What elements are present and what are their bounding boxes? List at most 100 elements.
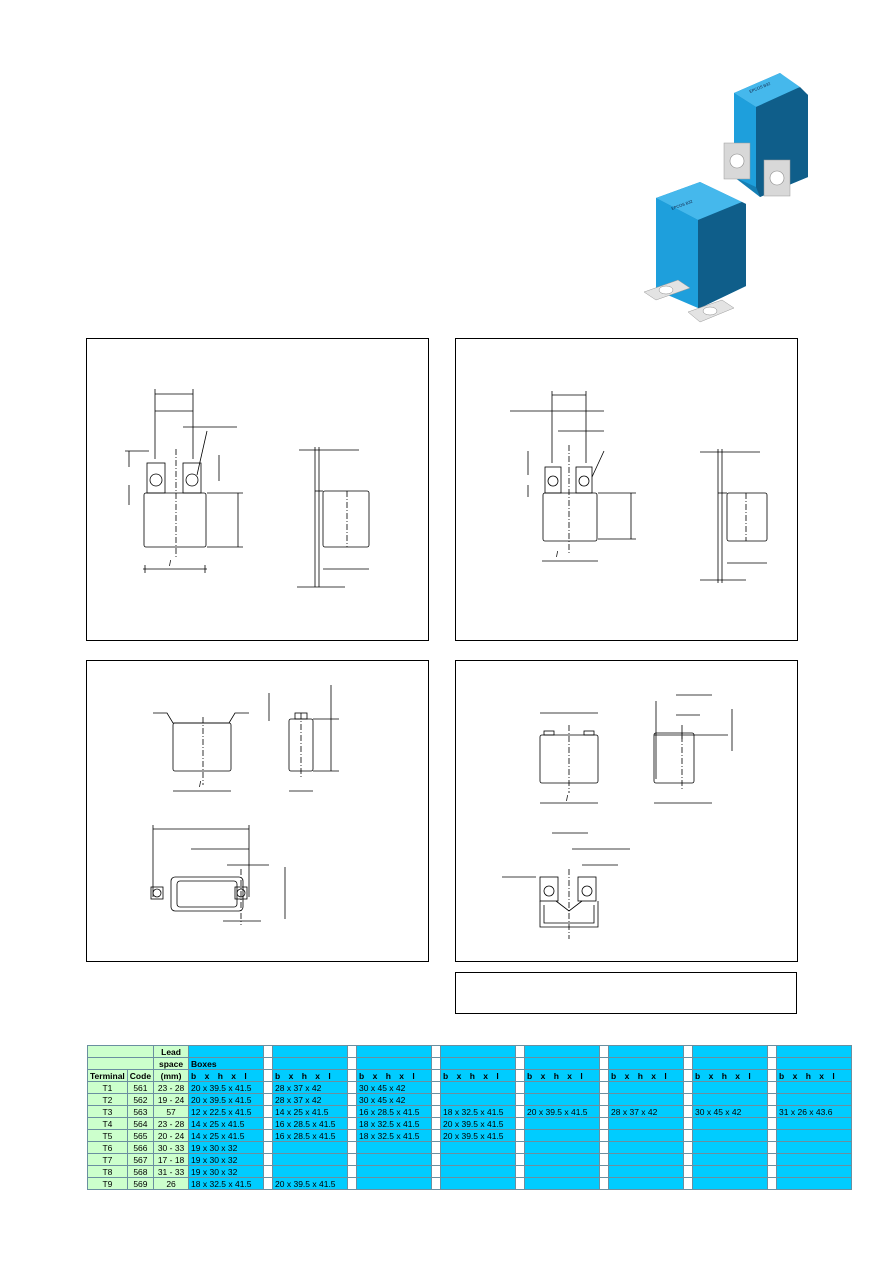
box-size-cell [608,1081,685,1094]
box-size-cell [692,1129,769,1142]
terminal-cell: T9 [87,1177,128,1190]
box-size-cell: 14 x 25 x 41.5 [188,1129,265,1142]
box-size-cell: 19 x 30 x 32 [188,1165,265,1178]
lead-space-cell: 31 - 33 [153,1165,190,1178]
drawing-panel-terminal-3: l [86,660,429,962]
box-size-cell [524,1081,601,1094]
box-size-cell: 20 x 39.5 x 41.5 [524,1105,601,1118]
box-size-cell: 20 x 39.5 x 41.5 [272,1177,349,1190]
terminal-cell: T6 [87,1141,128,1154]
box-size-cell: 20 x 39.5 x 41.5 [188,1081,265,1094]
length-label-4: l [566,794,568,803]
box-dims-header: b x h x l [356,1069,433,1082]
box-size-cell [440,1153,517,1166]
code-header: Code [126,1069,155,1082]
table-column-header-row: Terminal Code (mm) b x h x l b x h x l b x… [87,1069,853,1082]
terminal-header: Terminal [87,1069,128,1082]
code-cell: 565 [126,1129,155,1142]
lead-space-cell: 19 - 24 [153,1093,190,1106]
box-size-cell: 30 x 45 x 42 [356,1081,433,1094]
box-size-cell [776,1117,853,1130]
box-size-cell [272,1153,349,1166]
box-size-cell [608,1177,685,1190]
code-cell: 564 [126,1117,155,1130]
length-label-2: l [556,550,558,559]
box-size-cell [440,1165,517,1178]
box-size-cell: 19 x 30 x 32 [188,1153,265,1166]
box-size-cell [608,1117,685,1130]
terminal-cell: T5 [87,1129,128,1142]
drawing-panel-terminal-4: l [455,660,798,962]
code-cell: 569 [126,1177,155,1190]
box-size-cell: 28 x 37 x 42 [272,1093,349,1106]
box-size-cell: 31 x 26 x 43.6 [776,1105,853,1118]
box-size-cell [776,1177,853,1190]
box-size-cell [608,1093,685,1106]
box-size-cell: 20 x 39.5 x 41.5 [440,1117,517,1130]
box-size-cell [356,1141,433,1154]
length-label: l [169,559,171,568]
capacitor-photo-large: EPCOS B32 [723,73,808,197]
box-size-cell [608,1165,685,1178]
lead-space-cell: 20 - 24 [153,1129,190,1142]
box-dims-header: b x h x l [440,1069,517,1082]
box-size-cell: 16 x 28.5 x 41.5 [272,1117,349,1130]
mm-header: (mm) [153,1069,190,1082]
box-size-cell [692,1117,769,1130]
box-size-cell: 18 x 32.5 x 41.5 [356,1129,433,1142]
box-size-cell [608,1141,685,1154]
code-cell: 566 [126,1141,155,1154]
terminal-cell: T8 [87,1165,128,1178]
box-size-cell [776,1129,853,1142]
lead-space-cell: 26 [153,1177,190,1190]
box-size-cell [692,1093,769,1106]
box-size-cell [524,1117,601,1130]
box-size-cell [272,1165,349,1178]
lead-space-cell: 57 [153,1105,190,1118]
box-dims-header: b x h x l [188,1069,265,1082]
box-size-cell: 20 x 39.5 x 41.5 [188,1093,265,1106]
box-size-cell [524,1141,601,1154]
box-size-cell [524,1165,601,1178]
box-size-cell [692,1177,769,1190]
box-size-cell [776,1093,853,1106]
terminal-cell: T2 [87,1093,128,1106]
drawing-panel-terminal-2: l [455,338,798,641]
box-size-cell: 18 x 32.5 x 41.5 [188,1177,265,1190]
box-size-cell [524,1093,601,1106]
code-cell: 562 [126,1093,155,1106]
box-size-cell [692,1141,769,1154]
box-size-cell: 14 x 25 x 41.5 [272,1105,349,1118]
box-dims-header: b x h x l [692,1069,769,1082]
capacitor-photo-small: EPCOS B32 [643,182,746,323]
box-size-cell [440,1141,517,1154]
box-size-cell: 30 x 45 x 42 [692,1105,769,1118]
box-size-cell: 18 x 32.5 x 41.5 [356,1117,433,1130]
box-size-cell: 14 x 25 x 41.5 [188,1117,265,1130]
box-size-cell [776,1165,853,1178]
lead-space-cell: 17 - 18 [153,1153,190,1166]
table-header-row-1: Lead [86,1045,853,1058]
box-size-cell [776,1081,853,1094]
box-size-cell [608,1129,685,1142]
box-size-cell [776,1141,853,1154]
box-dims-header: b x h x l [776,1069,853,1082]
terminal-box-table: Lead space Boxes Terminal Code (mm) b x … [86,1045,853,1190]
box-size-cell [524,1153,601,1166]
box-size-cell [440,1093,517,1106]
lead-space-cell: 23 - 28 [153,1081,190,1094]
box-size-cell: 30 x 45 x 42 [356,1093,433,1106]
boxes-header [188,1045,265,1058]
box-size-cell: 18 x 32.5 x 41.5 [440,1105,517,1118]
box-dims-header: b x h x l [524,1069,601,1082]
box-size-cell [356,1177,433,1190]
lead-space-cell: 23 - 28 [153,1117,190,1130]
